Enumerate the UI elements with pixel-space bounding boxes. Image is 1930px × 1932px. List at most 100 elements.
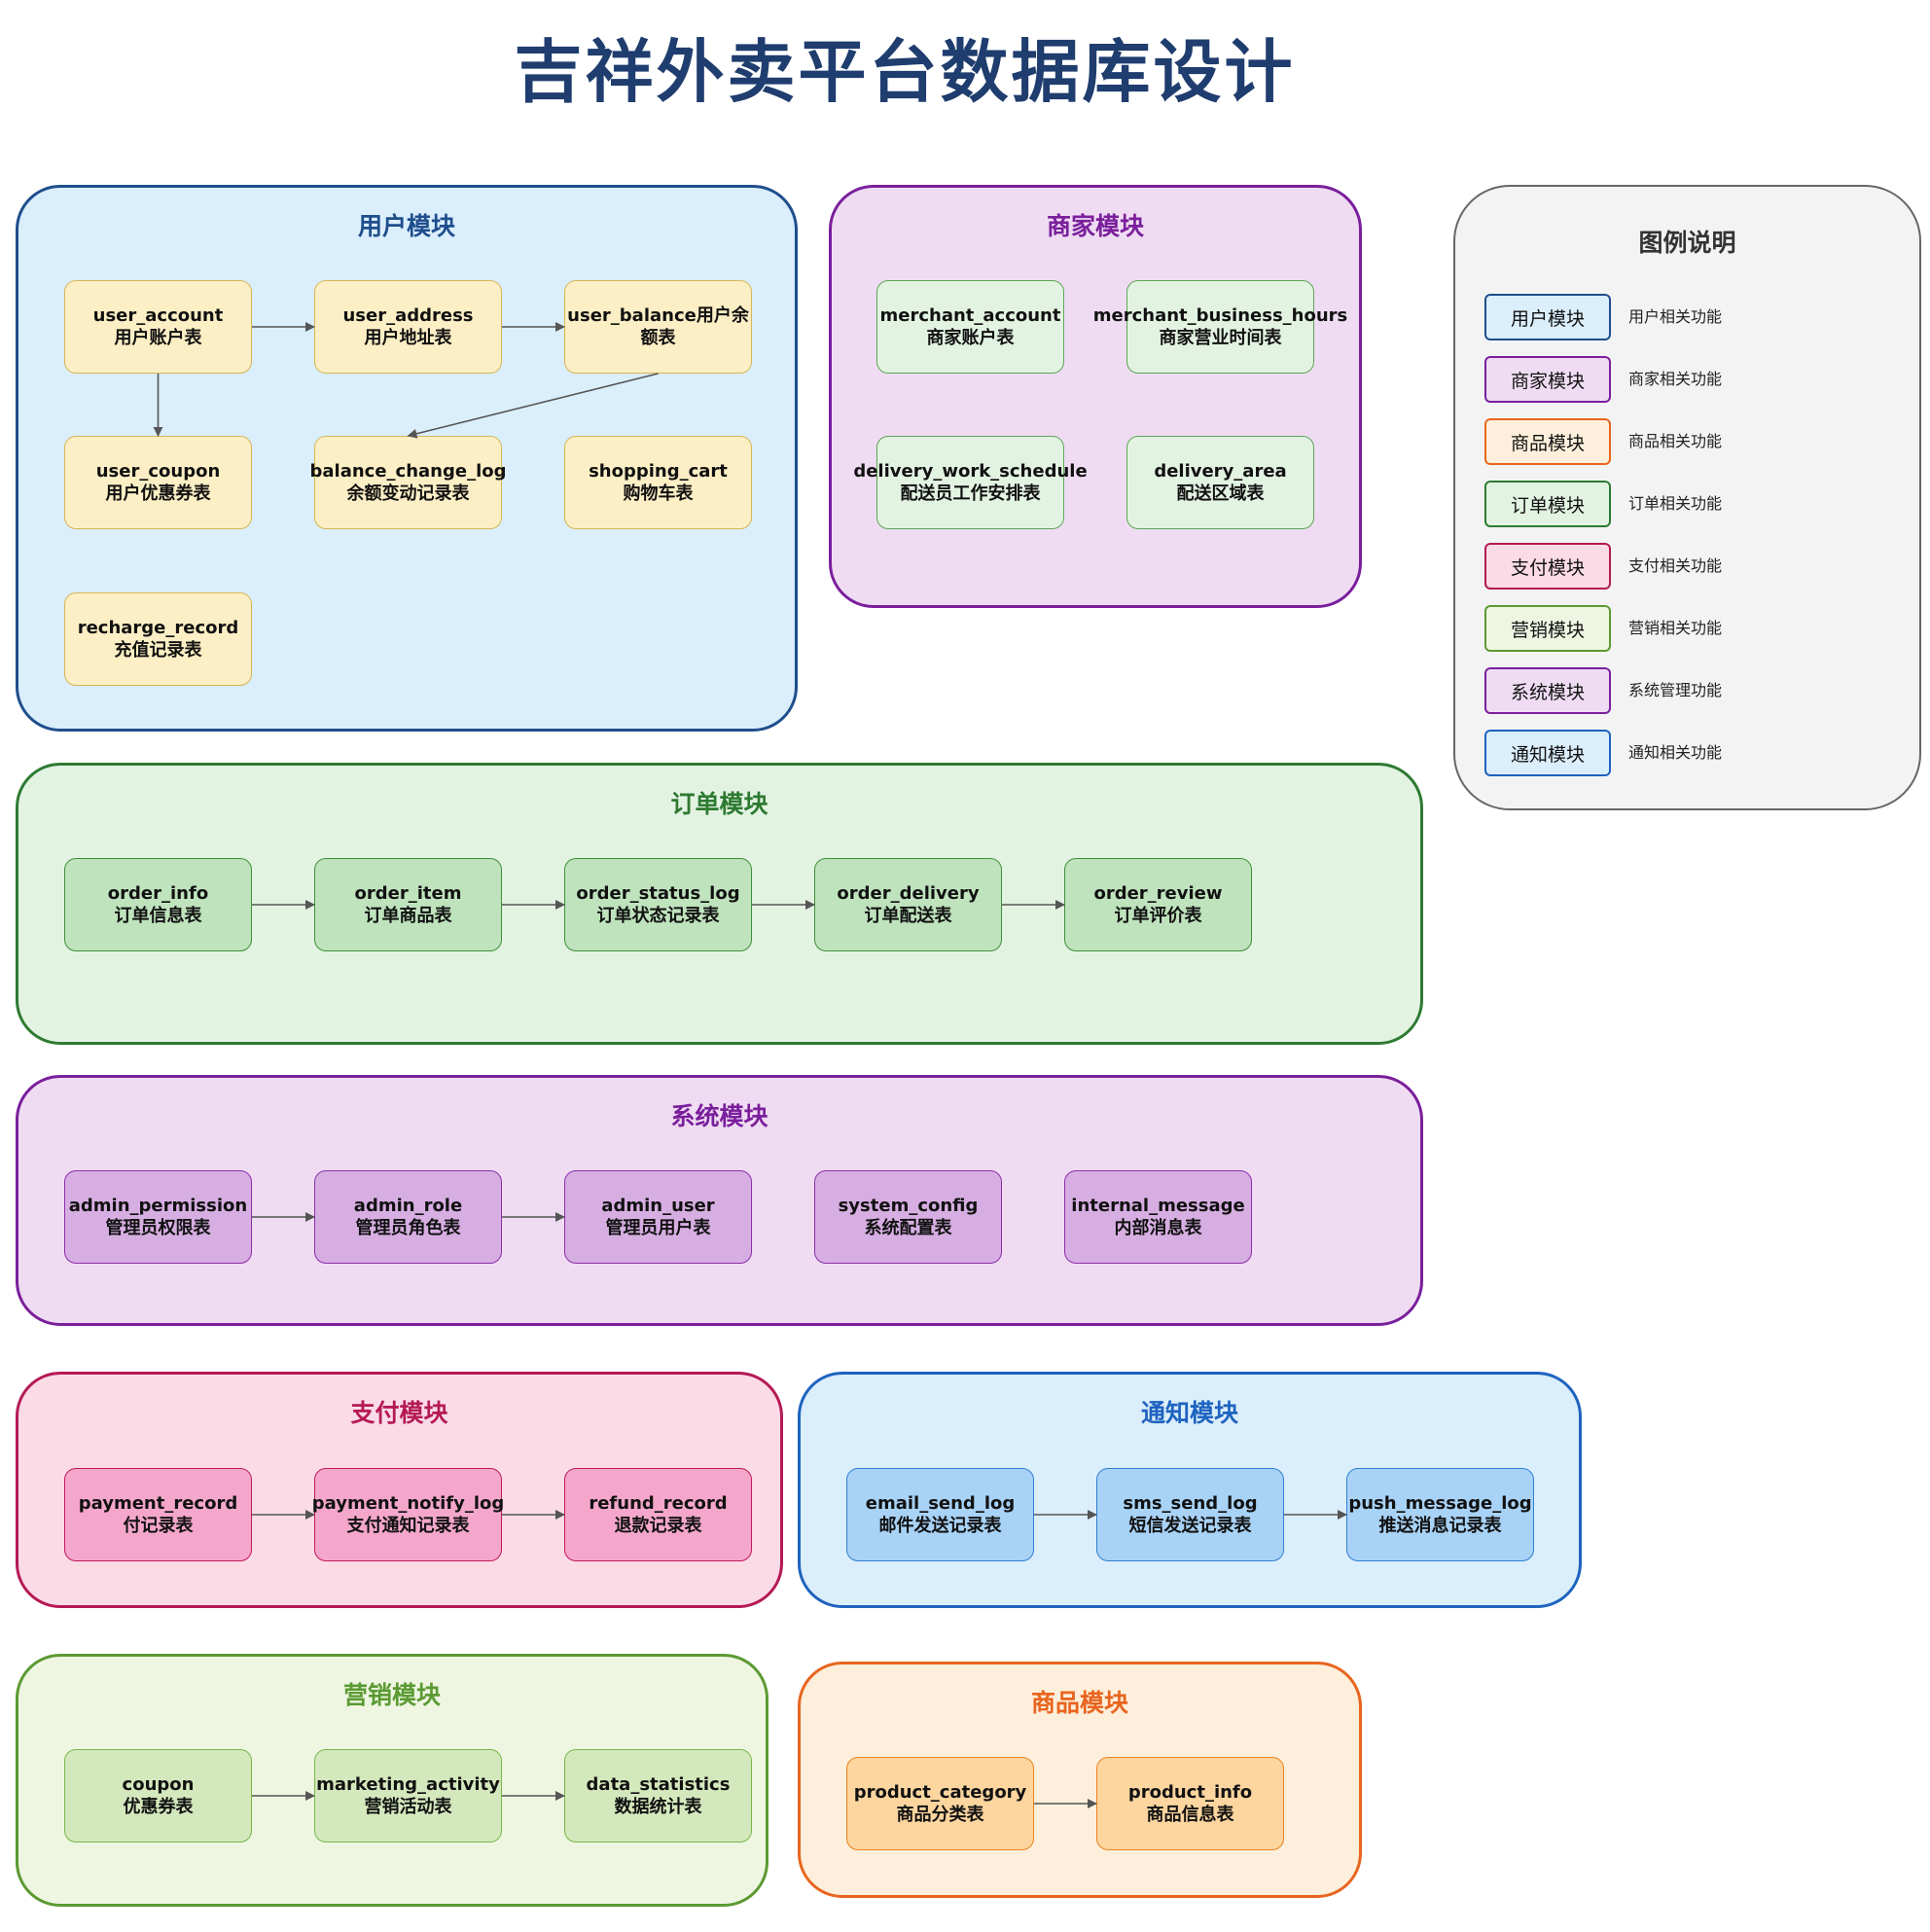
table-user_coupon[interactable]: user_coupon 用户优惠券表: [64, 436, 252, 529]
table-name: recharge_record: [77, 618, 239, 638]
table-desc: 支付通知记录表: [346, 1516, 470, 1536]
table-desc: 邮件发送记录表: [878, 1516, 1002, 1536]
legend-swatch: 营销模块: [1484, 605, 1611, 652]
table-name: admin_user: [601, 1196, 715, 1216]
table-desc: 订单状态记录表: [596, 906, 720, 926]
table-coupon[interactable]: coupon 优惠券表: [64, 1749, 252, 1843]
table-desc: 推送消息记录表: [1378, 1516, 1502, 1536]
table-order_info[interactable]: order_info 订单信息表: [64, 858, 252, 951]
table-payment_record[interactable]: payment_record 付记录表: [64, 1468, 252, 1561]
legend-swatch: 系统模块: [1484, 667, 1611, 714]
table-marketing_activity[interactable]: marketing_activity 营销活动表: [314, 1749, 502, 1843]
table-data_statistics[interactable]: data_statistics 数据统计表: [564, 1749, 752, 1843]
legend-panel: 图例说明 用户模块用户相关功能商家模块商家相关功能商品模块商品相关功能订单模块订…: [1453, 185, 1921, 810]
table-desc: 管理员权限表: [105, 1218, 211, 1238]
table-push_message_log[interactable]: push_message_log 推送消息记录表: [1346, 1468, 1534, 1561]
legend-desc: 营销相关功能: [1628, 619, 1723, 637]
table-user_balance[interactable]: user_balance用户余 额表: [564, 280, 752, 374]
table-name: user_coupon: [95, 461, 221, 482]
table-desc: 配送区域表: [1176, 483, 1265, 504]
legend-desc: 用户相关功能: [1628, 307, 1723, 326]
legend-title: 图例说明: [1638, 229, 1736, 257]
table-name: payment_notify_log: [311, 1493, 505, 1514]
legend-swatch: 支付模块: [1484, 543, 1611, 590]
table-name: user_account: [92, 305, 224, 326]
table-merchant_business_hours[interactable]: merchant_business_hours 商家营业时间表: [1093, 280, 1347, 374]
table-desc: 订单信息表: [114, 906, 202, 926]
legend-desc: 订单相关功能: [1628, 494, 1723, 513]
table-merchant_account[interactable]: merchant_account 商家账户表: [876, 280, 1064, 374]
table-desc: 订单评价表: [1114, 906, 1202, 926]
table-shopping_cart[interactable]: shopping_cart 购物车表: [564, 436, 752, 529]
table-desc: 充值记录表: [114, 640, 202, 661]
table-desc: 系统配置表: [864, 1218, 952, 1238]
module-title: 用户模块: [357, 212, 455, 240]
table-name: user_balance用户余: [567, 305, 749, 326]
table-name: product_info: [1127, 1782, 1253, 1803]
module-title: 系统模块: [670, 1102, 768, 1130]
table-system_config[interactable]: system_config 系统配置表: [814, 1170, 1002, 1264]
table-name: email_send_log: [865, 1493, 1016, 1514]
table-delivery_area[interactable]: delivery_area 配送区域表: [1126, 436, 1314, 529]
table-desc: 营销活动表: [364, 1797, 452, 1817]
table-delivery_work_schedule[interactable]: delivery_work_schedule 配送员工作安排表: [853, 436, 1088, 529]
table-sms_send_log[interactable]: sms_send_log 短信发送记录表: [1096, 1468, 1284, 1561]
table-desc: 商品分类表: [896, 1805, 984, 1825]
table-product_info[interactable]: product_info 商品信息表: [1096, 1757, 1284, 1850]
table-desc: 订单配送表: [864, 906, 952, 926]
legend-desc: 支付相关功能: [1628, 556, 1723, 575]
table-desc: 优惠券表: [123, 1797, 194, 1817]
legend-desc: 系统管理功能: [1628, 681, 1723, 699]
table-name: sms_send_log: [1123, 1493, 1258, 1514]
module-title: 订单模块: [670, 790, 768, 818]
table-refund_record[interactable]: refund_record 退款记录表: [564, 1468, 752, 1561]
table-email_send_log[interactable]: email_send_log 邮件发送记录表: [846, 1468, 1034, 1561]
table-internal_message[interactable]: internal_message 内部消息表: [1064, 1170, 1252, 1264]
table-name: delivery_work_schedule: [853, 461, 1088, 482]
table-name: order_item: [354, 883, 462, 904]
table-desc: 配送员工作安排表: [900, 483, 1041, 504]
table-user_account[interactable]: user_account 用户账户表: [64, 280, 252, 374]
table-desc: 数据统计表: [614, 1797, 702, 1817]
table-name: order_review: [1093, 883, 1223, 904]
module-title: 营销模块: [342, 1681, 441, 1709]
table-name: balance_change_log: [309, 461, 507, 482]
table-desc: 付记录表: [123, 1516, 194, 1536]
page-title: 吉祥外卖平台数据库设计: [514, 32, 1296, 112]
table-admin_permission[interactable]: admin_permission 管理员权限表: [64, 1170, 252, 1264]
table-name: refund_record: [589, 1493, 728, 1514]
table-desc: 订单商品表: [364, 906, 452, 926]
table-order_review[interactable]: order_review 订单评价表: [1064, 858, 1252, 951]
table-order_status_log[interactable]: order_status_log 订单状态记录表: [564, 858, 752, 951]
table-name: system_config: [838, 1196, 979, 1216]
table-name: merchant_business_hours: [1092, 305, 1348, 326]
table-name: marketing_activity: [316, 1774, 500, 1795]
legend-swatch: 商家模块: [1484, 356, 1611, 403]
table-recharge_record[interactable]: recharge_record 充值记录表: [64, 592, 252, 686]
table-name: admin_permission: [68, 1196, 248, 1216]
legend-swatch: 用户模块: [1484, 294, 1611, 340]
table-name: admin_role: [353, 1196, 463, 1216]
table-order_delivery[interactable]: order_delivery 订单配送表: [814, 858, 1002, 951]
table-name: delivery_area: [1154, 461, 1287, 482]
legend-swatch: 商品模块: [1484, 418, 1611, 465]
table-name: internal_message: [1071, 1196, 1245, 1216]
table-order_item[interactable]: order_item 订单商品表: [314, 858, 502, 951]
table-desc: 短信发送记录表: [1128, 1516, 1252, 1536]
table-desc: 管理员角色表: [355, 1218, 461, 1238]
table-admin_role[interactable]: admin_role 管理员角色表: [314, 1170, 502, 1264]
table-user_address[interactable]: user_address 用户地址表: [314, 280, 502, 374]
table-product_category[interactable]: product_category 商品分类表: [846, 1757, 1034, 1850]
table-desc: 商品信息表: [1146, 1805, 1234, 1825]
table-desc: 用户优惠券表: [105, 483, 211, 504]
table-desc: 用户账户表: [114, 328, 202, 348]
table-name: merchant_account: [879, 305, 1061, 326]
legend-desc: 商家相关功能: [1628, 370, 1723, 388]
table-balance_change_log[interactable]: balance_change_log 余额变动记录表: [310, 436, 507, 529]
table-desc: 额表: [640, 328, 676, 348]
table-admin_user[interactable]: admin_user 管理员用户表: [564, 1170, 752, 1264]
table-payment_notify_log[interactable]: payment_notify_log 支付通知记录表: [311, 1468, 505, 1561]
module-title: 商家模块: [1046, 212, 1144, 240]
table-desc: 内部消息表: [1114, 1218, 1202, 1238]
table-name: user_address: [342, 305, 474, 326]
